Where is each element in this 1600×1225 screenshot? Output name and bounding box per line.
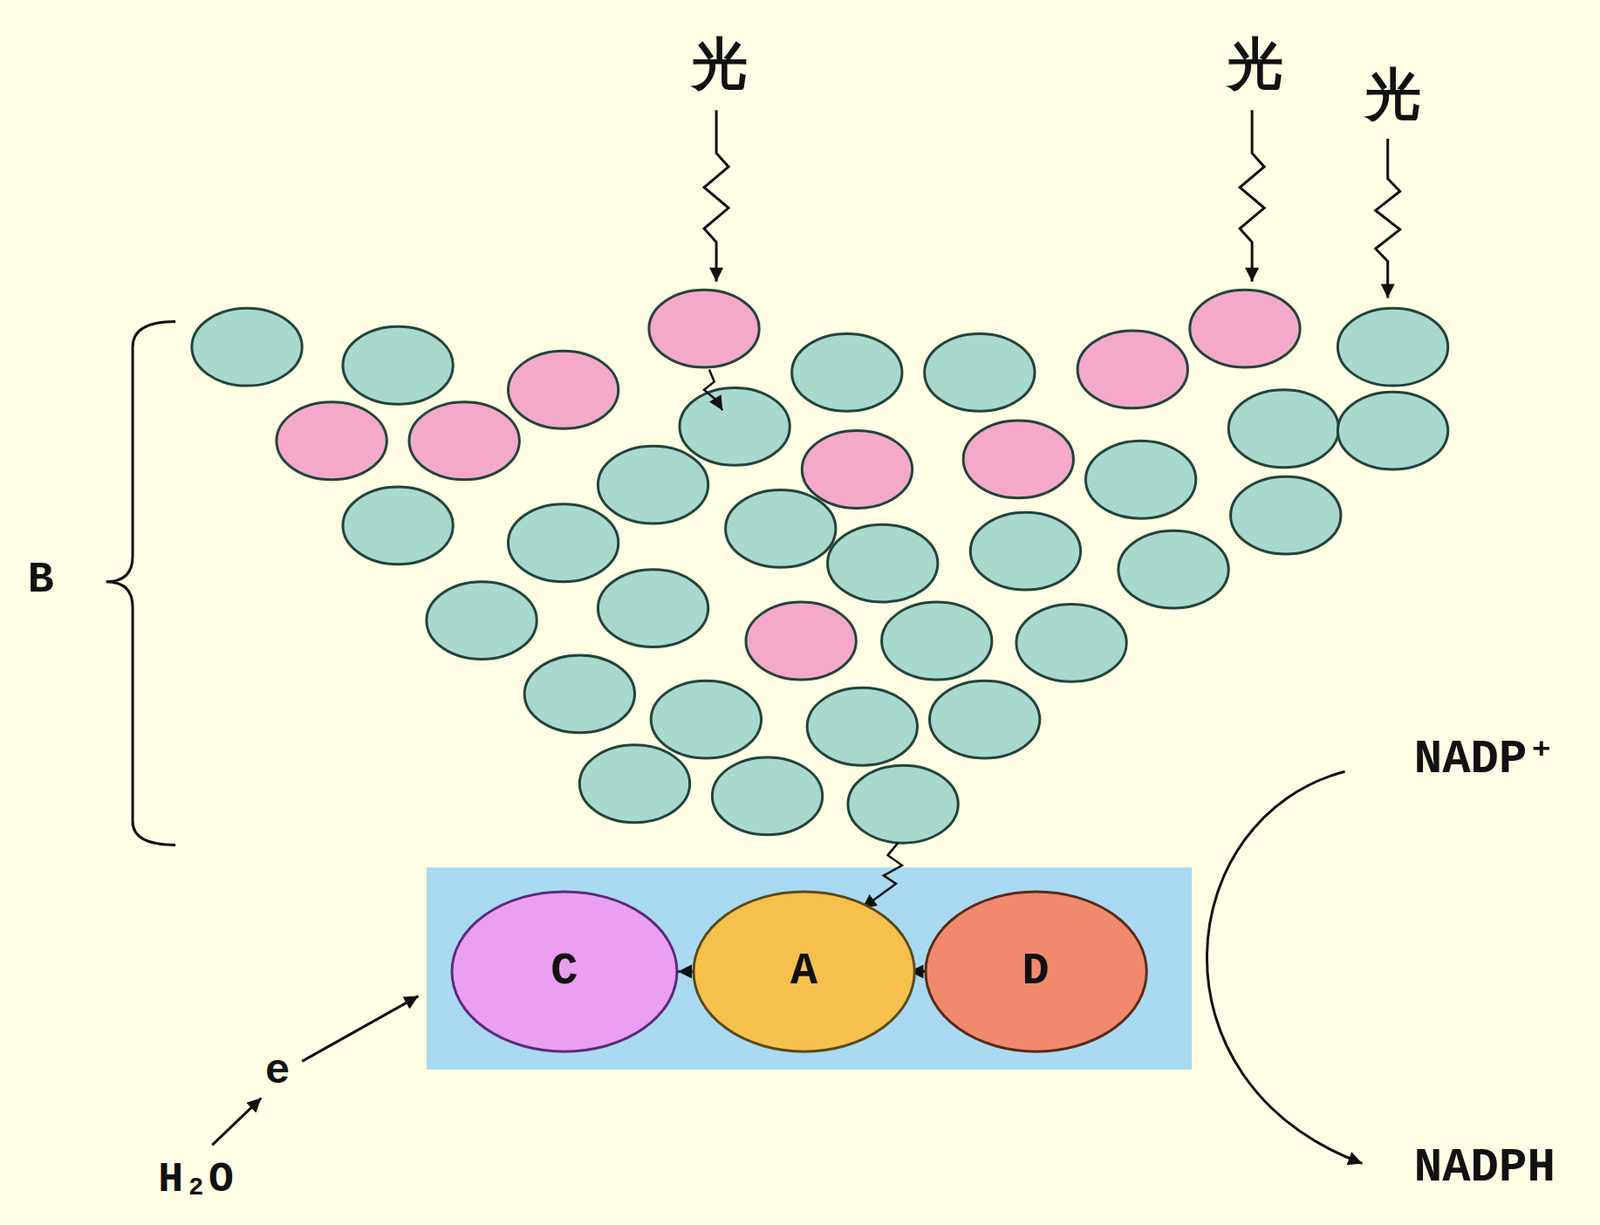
pigment-molecule <box>426 581 537 660</box>
molecule-label: H₂O <box>157 1156 233 1204</box>
electron-arrow <box>211 1098 261 1146</box>
pigment-molecule <box>924 333 1035 411</box>
light-arrow <box>1239 109 1265 282</box>
pigment-molecule <box>929 680 1040 759</box>
pigment-molecule <box>579 745 690 823</box>
molecule-label: NADPH <box>1414 1142 1556 1195</box>
pigment-molecule <box>725 489 836 568</box>
bracket <box>106 321 177 845</box>
energy-transfer-arrow <box>704 369 723 411</box>
light-label: 光 <box>691 32 748 94</box>
light-label: 光 <box>1365 62 1422 124</box>
electron-label: e <box>265 1048 291 1095</box>
pigment-molecule <box>1337 391 1448 470</box>
pigment-molecule <box>276 402 387 480</box>
pigment-molecule <box>1016 603 1127 682</box>
pigment-molecule <box>801 430 912 509</box>
light-arrow <box>1375 138 1401 298</box>
reaction-center-component: C <box>450 889 679 1053</box>
light-arrow <box>704 109 729 282</box>
pigment-molecule <box>507 350 618 429</box>
reaction-center-component: A <box>691 889 917 1053</box>
reduction-arrow <box>1206 771 1362 1163</box>
pigment-molecule <box>1086 440 1197 519</box>
pigment-molecule <box>1337 307 1448 386</box>
pigment-molecule <box>1077 330 1188 409</box>
pigment-molecule <box>524 655 635 733</box>
energy-transfer-arrow <box>861 842 903 909</box>
pigment-molecule <box>1118 530 1229 609</box>
pigment-molecule <box>507 504 618 582</box>
pigment-molecule <box>409 402 520 480</box>
pigment-molecule <box>191 307 302 386</box>
pigment-molecule <box>792 333 903 411</box>
electron-arrow <box>301 996 418 1062</box>
pigment-molecule <box>679 387 790 465</box>
molecule-label: NADP⁺ <box>1414 734 1556 787</box>
pigment-molecule <box>650 680 761 759</box>
pigment-molecule <box>1230 476 1341 554</box>
pigment-molecule <box>963 420 1074 499</box>
part-label: B <box>27 555 55 604</box>
component-label: D <box>923 946 1149 997</box>
pigment-molecule <box>597 445 708 524</box>
pigment-molecule <box>597 569 708 648</box>
pigment-molecule <box>827 524 938 602</box>
electron-transfer-arrow <box>677 970 693 973</box>
pigment-molecule <box>342 486 453 565</box>
reaction-center-band <box>426 867 1192 1070</box>
pigment-molecule <box>649 289 759 368</box>
pigment-molecule <box>847 765 958 843</box>
light-label: 光 <box>1227 32 1284 94</box>
pigment-molecule <box>1228 389 1339 468</box>
pigment-molecule <box>745 601 856 680</box>
pigment-molecule <box>342 326 453 404</box>
pigment-molecule <box>970 512 1081 590</box>
pigment-molecule <box>1189 289 1300 368</box>
pigment-molecule <box>882 601 992 680</box>
pigment-molecule <box>711 757 822 835</box>
reaction-center-component: D <box>923 889 1149 1053</box>
pigment-molecules <box>191 289 1449 843</box>
pigment-molecule <box>806 687 917 766</box>
component-label: C <box>450 946 679 997</box>
component-label: A <box>691 946 917 997</box>
